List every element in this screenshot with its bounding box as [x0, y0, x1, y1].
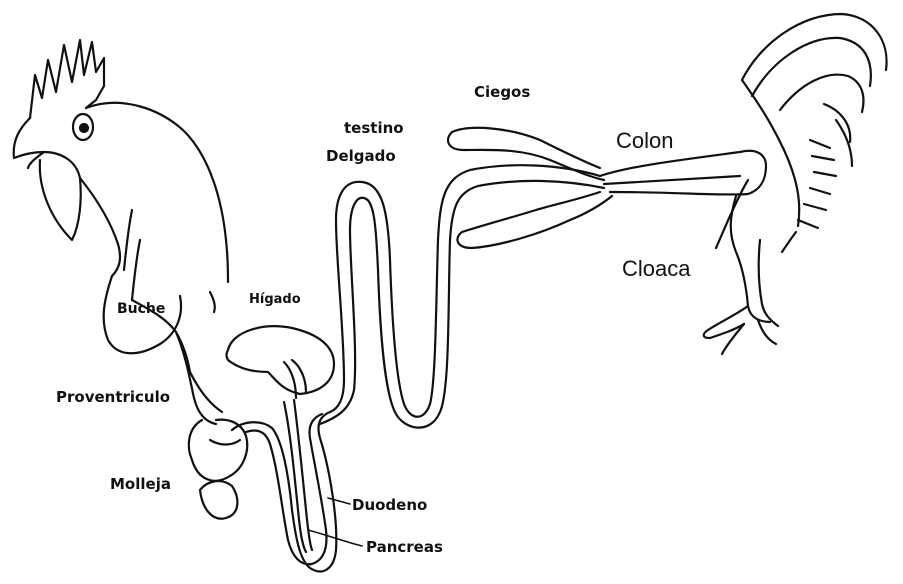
small-intestine-drawing [320, 165, 604, 427]
duodeno-pointer-line [328, 498, 350, 504]
colon-outline [600, 151, 766, 195]
wattle-drawing [40, 160, 81, 240]
tail-feathers-drawing [742, 14, 887, 80]
label-duodeno: Duodeno [352, 496, 427, 514]
label-ciegos: Ciegos [474, 83, 530, 101]
label-colon: Colon [616, 128, 673, 153]
duodenum-drawing [232, 400, 336, 571]
liver-outline [227, 326, 335, 394]
label-intestino-line1: testino [344, 119, 404, 137]
label-proventriculo: Proventriculo [56, 388, 170, 406]
gizzard-outline [189, 420, 247, 481]
rooster-head-drawing [14, 40, 228, 312]
neck-back-outline [86, 103, 228, 282]
pancreas-pointer-line [308, 530, 362, 546]
label-molleja: Molleja [110, 475, 171, 493]
rooster-leg-drawing [704, 196, 778, 354]
neck-front-outline [80, 178, 120, 276]
colon-cloaca-drawing [600, 151, 766, 248]
label-higado: Hígado [249, 292, 301, 307]
label-cloaca: Cloaca [622, 256, 691, 281]
rooster-tail-drawing [742, 14, 887, 252]
label-buche: Buche [117, 301, 165, 317]
label-pancreas: Pancreas [366, 538, 443, 556]
label-intestino-line2: Delgado [326, 147, 396, 165]
proventriculus-outline [176, 332, 216, 424]
